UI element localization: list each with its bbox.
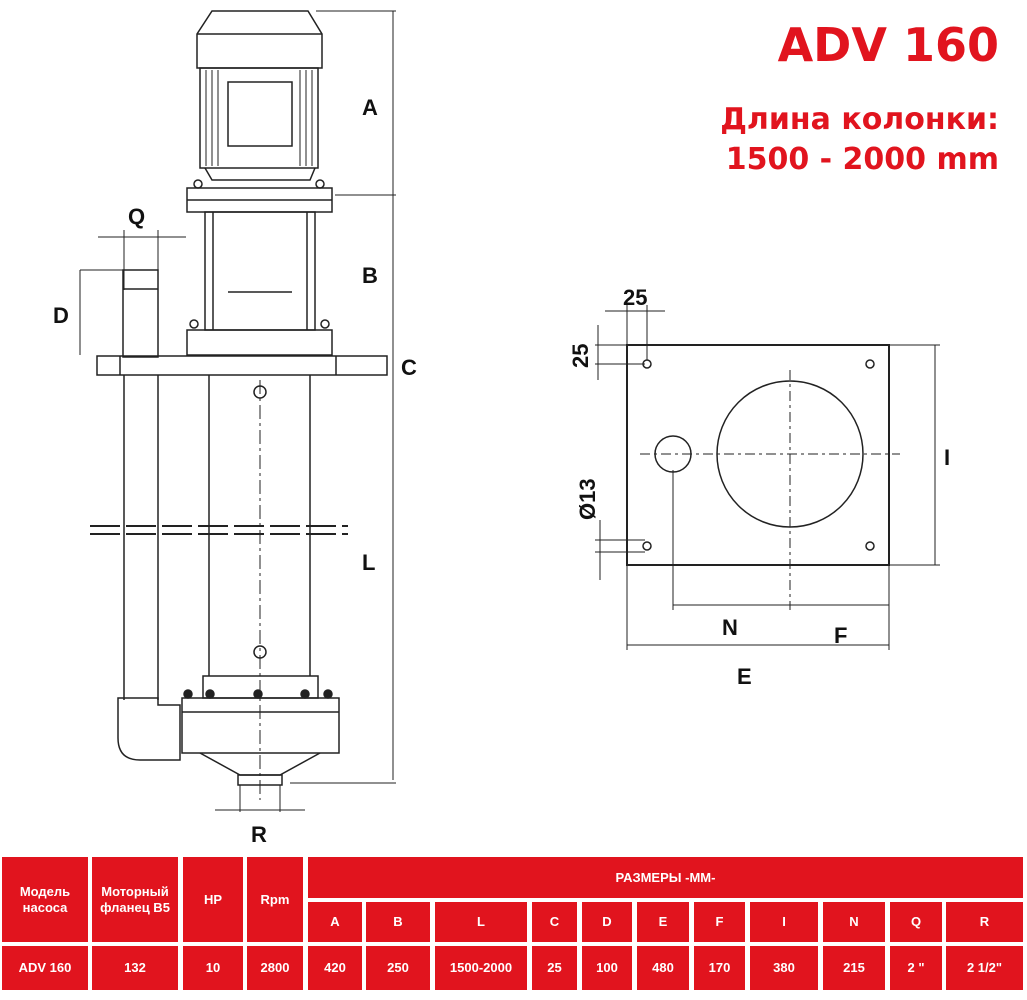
header-dim-7: I [750,902,818,942]
cell-dim-0: 420 [308,946,362,990]
label-L: L [362,550,375,575]
header-dim-3: C [532,902,577,942]
header-dim-9: Q [890,902,942,942]
cell-hp: 10 [183,946,243,990]
top-view-dimensions [595,305,940,650]
header-dim-2: L [435,902,527,942]
specifications-table: Модель насоса Моторный фланец B5 HP Rpm … [0,857,1027,992]
header-dim-4: D [582,902,632,942]
label-N: N [722,615,738,640]
header-rpm: Rpm [247,857,303,942]
pump-side-view [90,10,388,800]
header-dim-10: R [946,902,1023,942]
label-E: E [737,664,752,689]
label-25-horizontal: 25 [623,285,647,310]
header-model: Модель насоса [2,857,88,942]
base-plate-top-view [626,344,900,610]
cell-dim-8: 215 [823,946,885,990]
label-Q: Q [128,204,145,229]
header-dim-0: A [308,902,362,942]
header-dim-8: N [823,902,885,942]
cell-dim-10: 2 1/2" [946,946,1023,990]
cell-dim-1: 250 [366,946,430,990]
label-hole-diameter: Ø13 [575,478,600,520]
label-I: I [944,445,950,470]
model-title: ADV 160 [777,18,999,72]
cell-dim-5: 480 [637,946,689,990]
header-dim-6: F [694,902,745,942]
cell-model: ADV 160 [2,946,88,990]
subtitle-line-1: Длина колонки: [720,102,999,137]
label-D: D [53,303,69,328]
column-length-subtitle: Длина колонки: 1500 - 2000 mm [720,100,999,180]
side-view-dimensions [79,10,396,812]
cell-dim-3: 25 [532,946,577,990]
label-F: F [834,623,847,648]
header-hp: HP [183,857,243,942]
subtitle-line-2: 1500 - 2000 mm [725,142,999,177]
cell-rpm: 2800 [247,946,303,990]
header-dimensions: РАЗМЕРЫ -ММ- [308,857,1023,898]
label-A: A [362,95,378,120]
pump-drawing: A B C D Q L R 25 25 Ø13 I N [53,10,950,847]
cell-dim-4: 100 [582,946,632,990]
cell-dim-6: 170 [694,946,745,990]
header-dim-1: B [366,902,430,942]
cell-flange: 132 [92,946,178,990]
label-25-vertical: 25 [568,344,593,368]
cell-dim-2: 1500-2000 [435,946,527,990]
label-B: B [362,263,378,288]
cell-dim-9: 2 " [890,946,942,990]
header-dim-5: E [637,902,689,942]
header-flange: Моторный фланец B5 [92,857,178,942]
label-R: R [251,822,267,847]
cell-dim-7: 380 [750,946,818,990]
label-C: C [401,355,417,380]
